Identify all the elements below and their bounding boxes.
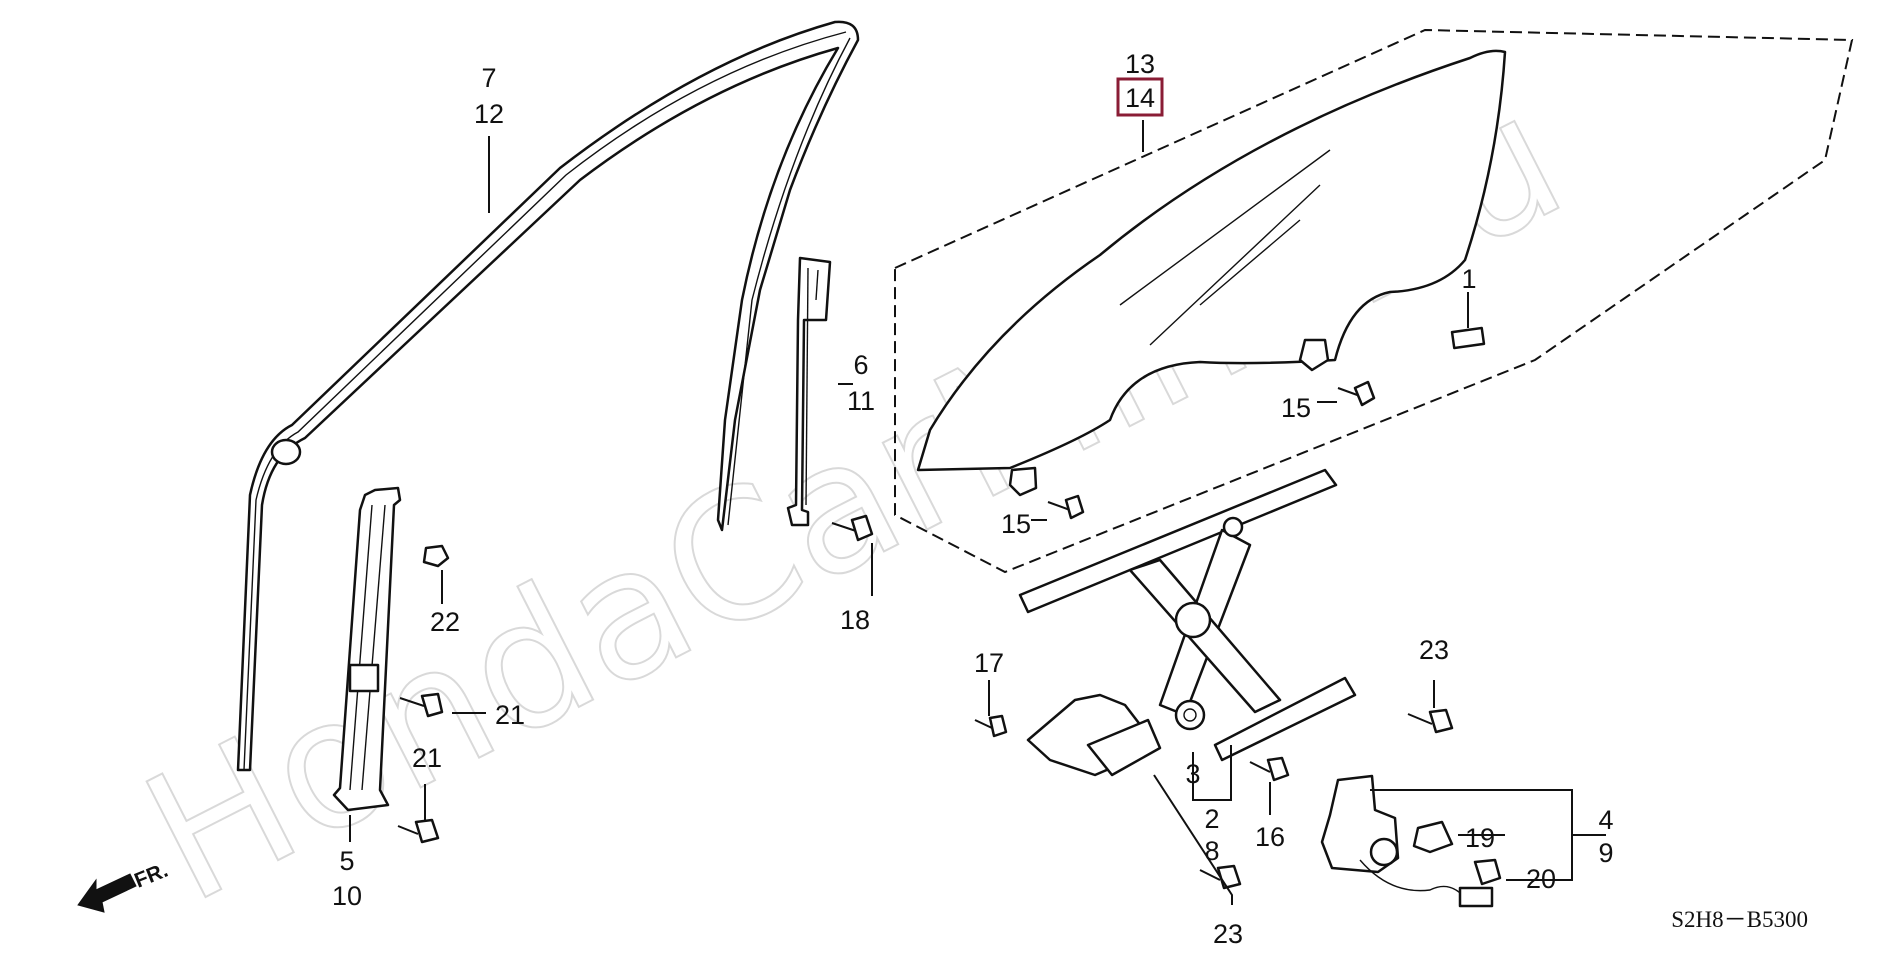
callout-23a: 23 <box>1419 635 1449 665</box>
door-frame-channel <box>236 20 860 772</box>
bolt-15a <box>1337 380 1376 407</box>
front-arrow-icon <box>77 873 137 913</box>
front-label: FR. <box>131 859 171 893</box>
callout-3: 3 <box>1185 759 1200 789</box>
callout-16: 16 <box>1255 822 1285 852</box>
window-regulator <box>1018 468 1357 777</box>
leader-lines <box>349 120 1606 905</box>
callout-labels: 1 2 3 4 5 6 7 8 9 10 11 12 13 14 15 15 1… <box>332 49 1614 949</box>
callout-8: 8 <box>1204 836 1219 866</box>
bolt-17 <box>974 714 1008 738</box>
callout-13: 13 <box>1125 49 1155 79</box>
callout-20: 20 <box>1526 864 1556 894</box>
callout-2: 2 <box>1204 804 1219 834</box>
nut-22 <box>422 544 450 568</box>
callout-4: 4 <box>1598 805 1613 835</box>
front-run-channel <box>332 486 402 812</box>
regulator-motor <box>1320 774 1494 908</box>
callout-19: 19 <box>1465 823 1495 853</box>
highlight-box <box>1116 77 1164 117</box>
clip-20 <box>1473 858 1502 886</box>
callout-5: 5 <box>339 846 354 876</box>
callout-21b: 21 <box>412 743 442 773</box>
clip-19 <box>1412 820 1454 854</box>
callout-6: 6 <box>853 350 868 380</box>
callout-1: 1 <box>1461 264 1476 294</box>
callout-18: 18 <box>840 605 870 635</box>
diagram-code: S2H8－B5300 <box>1671 907 1808 932</box>
callout-11: 11 <box>847 386 875 416</box>
callout-15b: 15 <box>1001 509 1031 539</box>
rear-run-channel <box>786 256 832 527</box>
callout-12: 12 <box>474 99 504 129</box>
callout-10: 10 <box>332 881 362 911</box>
bolt-23a <box>1407 708 1454 734</box>
door-glass <box>894 28 1854 574</box>
bolt-21a <box>399 692 444 718</box>
bolt-16 <box>1249 756 1290 782</box>
callout-22: 22 <box>430 607 460 637</box>
callout-21a: 21 <box>495 700 525 730</box>
bolt-15b <box>1047 494 1085 520</box>
callout-17: 17 <box>974 648 1004 678</box>
bolt-21b <box>397 818 440 844</box>
callout-14: 14 <box>1125 83 1155 113</box>
callout-9: 9 <box>1598 838 1613 868</box>
callout-7: 7 <box>481 63 496 93</box>
front-direction-indicator: FR. <box>77 859 171 913</box>
callout-15a: 15 <box>1281 393 1311 423</box>
bolt-18 <box>831 514 874 542</box>
callout-23b: 23 <box>1213 919 1243 949</box>
